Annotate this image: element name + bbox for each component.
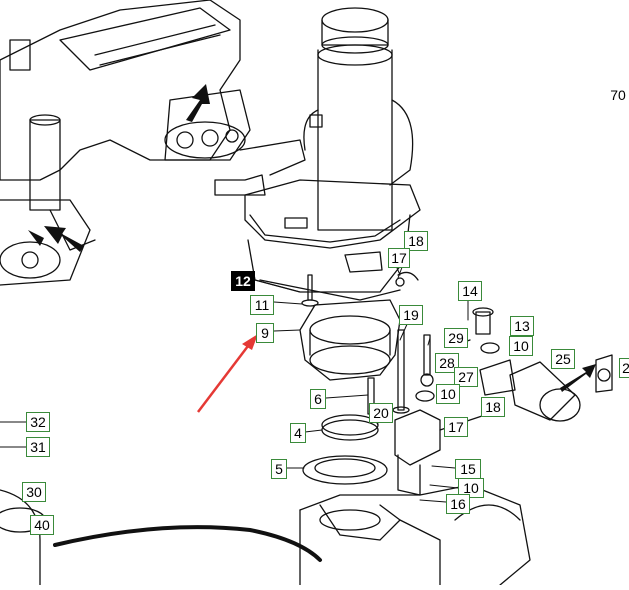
callout-9: 9: [256, 323, 274, 343]
callout-4: 4: [290, 423, 306, 443]
callout-18: 18: [404, 231, 428, 251]
callout-15: 15: [455, 459, 481, 479]
callout-13: 13: [510, 316, 534, 336]
callout-17: 17: [388, 248, 410, 268]
red-pointer-arrow: [197, 334, 258, 413]
callout-12: 12: [231, 271, 255, 291]
callout-10: 10: [509, 336, 533, 356]
callout-32: 32: [26, 412, 50, 432]
machine-overview: [0, 0, 251, 286]
callout-5: 5: [271, 459, 287, 479]
callout-25: 25: [551, 349, 575, 369]
callout-40: 40: [30, 515, 54, 535]
callout-2: 2: [619, 358, 629, 378]
callout-70: 70: [610, 87, 626, 103]
callout-14: 14: [458, 281, 482, 301]
callout-16: 16: [446, 494, 470, 514]
callout-27: 27: [454, 367, 478, 387]
motor-unit: [479, 354, 613, 422]
callout-18: 18: [481, 397, 505, 417]
callout-17: 17: [444, 417, 468, 437]
callout-10: 10: [436, 384, 460, 404]
cable: [53, 525, 322, 562]
overview-arrows: [28, 84, 210, 252]
callout-10: 10: [458, 478, 484, 498]
mounting-plate: [299, 299, 401, 381]
bearing-rings: [302, 414, 388, 485]
callout-6: 6: [310, 389, 326, 409]
callout-31: 31: [26, 437, 50, 457]
motor-arrow: [560, 364, 596, 392]
small-parts: [301, 271, 500, 415]
callout-20: 20: [369, 403, 393, 423]
callout-11: 11: [250, 295, 274, 315]
callout-30: 30: [22, 482, 46, 502]
leader-lines: [0, 255, 469, 503]
callout-28: 28: [435, 353, 459, 373]
callout-29: 29: [444, 328, 468, 348]
callout-19: 19: [399, 305, 423, 325]
column-housing: [214, 7, 421, 301]
